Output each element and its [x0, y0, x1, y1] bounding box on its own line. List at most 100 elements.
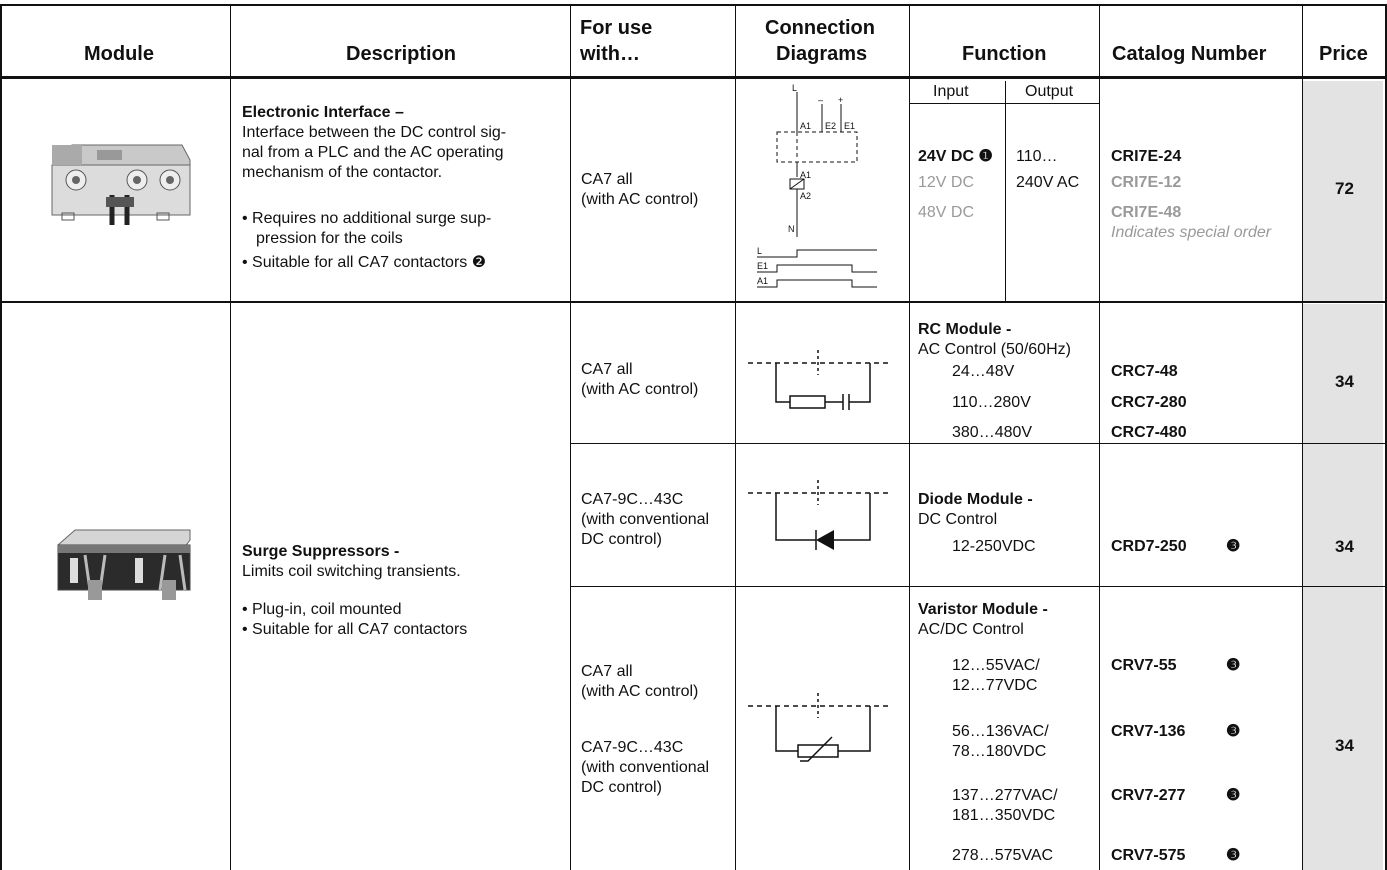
varistor-range-1b: 12…77VDC [952, 677, 1038, 694]
header-catalog: Catalog Number [1112, 43, 1267, 65]
varistor-range-2b: 78…180VDC [952, 743, 1047, 760]
function-sub-border [909, 103, 1099, 104]
catalog-crv7-136: CRV7-136 [1111, 723, 1186, 740]
col-border-3 [735, 4, 736, 870]
fn-output-1: 110… [1016, 148, 1058, 165]
diagram-label-minus: – [818, 95, 823, 105]
row1-use-1: CA7 all [581, 171, 633, 188]
header-connection: Connection [765, 17, 875, 39]
varistor-note-4: ❸ [1226, 847, 1241, 864]
catalog-crc7-480: CRC7-480 [1111, 424, 1187, 441]
diagram-label-e2: E2 [825, 121, 836, 131]
catalog-cri7e-48: CRI7E-48 [1111, 204, 1182, 221]
row1-desc-line-2: nal from a PLC and the AC operating [242, 144, 504, 161]
rc-subtitle: AC Control (50/60Hz) [918, 341, 1071, 358]
diode-subtitle: DC Control [918, 511, 998, 528]
col-border-1 [230, 4, 231, 870]
catalog-special-order-note: Indicates special order [1111, 224, 1272, 241]
varistor-range-3b: 181…350VDC [952, 807, 1056, 824]
col-border-2 [570, 4, 571, 870]
varistor-note-1: ❸ [1226, 657, 1241, 674]
row1-desc-line-1: Interface between the DC control sig- [242, 124, 507, 141]
diagram-label-plus: + [838, 95, 843, 105]
col-border-4 [909, 4, 910, 870]
row1-bullet-2: • Suitable for all CA7 contactors ❷ [242, 254, 487, 271]
varistor-note-3: ❸ [1226, 787, 1241, 804]
diode-use-3: DC control) [581, 531, 662, 548]
row2-desc-line: Limits coil switching transients. [242, 563, 461, 580]
varistor-range-1a: 12…55VAC/ [952, 657, 1040, 674]
col-border-6 [1302, 4, 1303, 870]
diagram-label-timing-e1: E1 [757, 261, 768, 271]
row1-bullet-1: • Requires no additional surge sup- [242, 210, 492, 227]
catalog-crc7-48: CRC7-48 [1111, 363, 1178, 380]
electronic-interface-diagram: L – + A1 E2 E1 A1 A2 N L E1 A1 [757, 83, 877, 288]
fn-output-header: Output [1025, 83, 1074, 100]
header-module: Module [84, 43, 154, 65]
price-row1: 72 [1335, 179, 1354, 198]
row1-use-2: (with AC control) [581, 191, 699, 208]
diagram-label-l: L [792, 83, 797, 93]
varistor-range-4: 278…575VAC [952, 847, 1054, 864]
price-shade-2 [1303, 304, 1383, 870]
price-diode: 34 [1335, 537, 1354, 556]
catalog-crv7-277: CRV7-277 [1111, 787, 1186, 804]
varistor-range-2a: 56…136VAC/ [952, 723, 1049, 740]
varistor-use-1: CA7 all [581, 663, 633, 680]
col-border-fn [1005, 81, 1006, 301]
varistor-range-3a: 137…277VAC/ [952, 787, 1058, 804]
fn-input-48v: 48V DC [918, 204, 975, 221]
row1-bullet-1b: pression for the coils [256, 230, 403, 247]
row2-bullet-2: • Suitable for all CA7 contactors [242, 621, 468, 638]
header-price: Price [1319, 43, 1368, 65]
varistor-use-3: CA7-9C…43C [581, 739, 684, 756]
row2-bullet-1: • Plug-in, coil mounted [242, 601, 402, 618]
rc-range-2: 110…280V [952, 394, 1031, 411]
diagram-label-e1: E1 [844, 121, 855, 131]
row1-desc-title: Electronic Interface – [242, 104, 404, 121]
rc-title: RC Module - [918, 321, 1012, 338]
col-border-5 [1099, 4, 1100, 870]
varistor-module-diagram [748, 693, 888, 762]
rc-range-1: 24…48V [952, 363, 1015, 380]
catalog-cri7e-12: CRI7E-12 [1111, 174, 1182, 191]
varistor-title: Varistor Module - [918, 601, 1048, 618]
top-border [0, 4, 1387, 6]
diagram-label-coil-a1: A1 [800, 170, 811, 180]
header-border [0, 76, 1387, 79]
surge-suppressor-image [50, 520, 200, 610]
col-border-0 [0, 4, 2, 870]
fn-input-header: Input [933, 83, 969, 100]
sub-row-border-2 [570, 586, 1387, 587]
diagram-label-a2: A2 [800, 191, 811, 201]
row1-desc-line-3: mechanism of the contactor. [242, 164, 443, 181]
fn-input-12v: 12V DC [918, 174, 975, 191]
fn-output-2: 240V AC [1016, 174, 1080, 191]
catalog-cri7e-24: CRI7E-24 [1111, 148, 1182, 165]
rc-use-2: (with AC control) [581, 381, 699, 398]
diode-note-3: ❸ [1226, 538, 1241, 555]
fn-input-24v: 24V DC ❶ [918, 148, 993, 165]
header-function: Function [962, 43, 1047, 65]
catalog-crv7-55: CRV7-55 [1111, 657, 1177, 674]
price-shade-1 [1303, 81, 1383, 301]
sub-row-border-1 [570, 443, 1387, 444]
row-border [0, 301, 1387, 303]
varistor-use-4: (with conventional [581, 759, 710, 776]
diagram-label-timing-l: L [757, 246, 762, 256]
electronic-interface-image [42, 135, 192, 230]
diode-use-2: (with conventional [581, 511, 710, 528]
col-border-7 [1385, 4, 1387, 870]
varistor-subtitle: AC/DC Control [918, 621, 1024, 638]
header-for-use: For use [580, 17, 653, 39]
rc-module-diagram [748, 350, 888, 410]
varistor-use-5: DC control) [581, 779, 662, 796]
rc-range-3: 380…480V [952, 424, 1033, 441]
header-diagrams: Diagrams [776, 43, 868, 65]
catalog-crv7-575: CRV7-575 [1111, 847, 1186, 864]
price-rc: 34 [1335, 372, 1354, 391]
diagram-label-a1: A1 [800, 121, 811, 131]
header-for-use-2: with… [580, 43, 640, 65]
catalog-crd7-250: CRD7-250 [1111, 538, 1187, 555]
rc-use-1: CA7 all [581, 361, 633, 378]
